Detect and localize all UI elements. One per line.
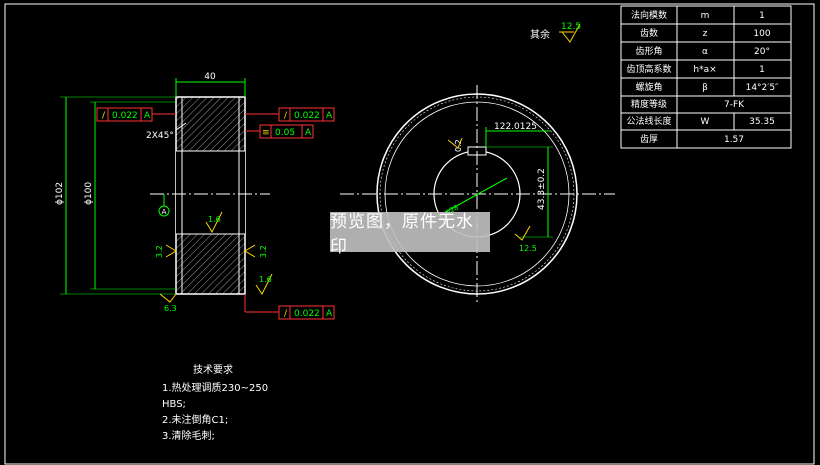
dim-root-dia: ϕ100 <box>84 182 94 205</box>
table-value-5: 7-FK <box>724 100 745 110</box>
svg-text:0.022: 0.022 <box>294 309 320 319</box>
svg-text:3.2: 3.2 <box>155 245 164 258</box>
svg-text:/: / <box>284 309 288 319</box>
datum-a-label: A <box>162 208 167 216</box>
table-name-6: 公法线长度 <box>626 115 671 127</box>
table-name-7: 齿厚 <box>640 134 658 145</box>
svg-text:/: / <box>102 111 106 121</box>
svg-text:≡: ≡ <box>262 128 270 138</box>
symmetry-frame: ≡ 0.05 A <box>245 124 314 139</box>
chamfer-note: 2X45° <box>146 131 174 141</box>
parameter-table: 法向模数 m 1 齿数 z 100 齿形角 α 20° 齿顶高系数 h*a× 1… <box>620 5 792 149</box>
roughness-note-value: 12.5 <box>561 22 581 32</box>
roughness-note-label: 其余 <box>530 28 550 41</box>
dim-top-front: 122.0125 <box>494 122 537 132</box>
svg-text:/: / <box>284 111 288 121</box>
svg-text:A: A <box>326 309 333 319</box>
table-symbol-2: α <box>702 47 708 57</box>
general-roughness-note: 其余 12.5 <box>530 22 581 43</box>
svg-text:3.2: 3.2 <box>259 245 268 258</box>
svg-text:A: A <box>144 111 151 121</box>
table-symbol-3: h*a× <box>693 65 716 75</box>
table-name-1: 齿数 <box>640 27 658 39</box>
tolerance-frame-top: / 0.022 A <box>96 107 176 122</box>
svg-text:6.3: 6.3 <box>164 304 177 313</box>
table-value-4: 14°2′5″ <box>746 83 779 93</box>
notes-line-2: HBS; <box>162 399 186 410</box>
table-symbol-4: β <box>702 83 708 93</box>
roughness-marks: 1.6 3.2 3.2 1.6 6.3 <box>155 211 273 313</box>
table-name-5: 精度等级 <box>631 98 667 110</box>
svg-text:A: A <box>326 111 333 121</box>
table-symbol-1: z <box>703 29 708 39</box>
table-name-0: 法向模数 <box>631 9 667 21</box>
side-view: 40 ϕ102 ϕ100 2X45° A / 0.022 A <box>55 72 335 320</box>
table-symbol-6: W <box>701 117 710 127</box>
table-name-2: 齿形角 <box>635 45 662 57</box>
front-view: 122.0125 43.3±0.2 0.2 ϕ28 12.5 <box>340 85 615 305</box>
table-value-3: 1 <box>759 65 765 75</box>
table-value-1: 100 <box>753 29 770 39</box>
svg-text:1.6: 1.6 <box>259 275 272 284</box>
notes-line-1: 1.热处理调质230~250 <box>162 381 268 394</box>
table-value-7: 1.57 <box>724 135 744 145</box>
technical-notes: 技术要求 1.热处理调质230~250 HBS; 2.未注倒角C1; 3.清除毛… <box>162 363 268 442</box>
table-value-6: 35.35 <box>749 117 775 127</box>
svg-text:1.6: 1.6 <box>208 215 221 224</box>
tolerance-frame-bottom: / 0.022 A <box>244 294 335 320</box>
table-value-2: 20° <box>754 47 770 57</box>
drawing-border <box>4 3 815 465</box>
svg-text:0.05: 0.05 <box>275 128 295 138</box>
svg-text:A: A <box>305 128 312 138</box>
tolerance-frame-right: / 0.022 A <box>245 107 335 122</box>
notes-line-3: 2.未注倒角C1; <box>162 413 228 426</box>
table-symbol-0: m <box>701 11 710 21</box>
table-value-0: 1 <box>759 11 765 21</box>
table-name-4: 螺旋角 <box>635 81 662 93</box>
table-name-3: 齿顶高系数 <box>626 63 671 75</box>
svg-text:0.022: 0.022 <box>112 111 138 121</box>
svg-text:0.022: 0.022 <box>294 111 320 121</box>
dim-right-front: 43.3±0.2 <box>537 168 547 210</box>
dim-width-40: 40 <box>204 72 216 82</box>
bore-roughness: 12.5 <box>519 244 537 253</box>
notes-title: 技术要求 <box>193 363 233 376</box>
dim-outer-dia: ϕ102 <box>55 182 65 205</box>
watermark-banner: 预览图，原件无水印 <box>330 212 490 257</box>
notes-line-4: 3.清除毛刺; <box>162 429 215 442</box>
